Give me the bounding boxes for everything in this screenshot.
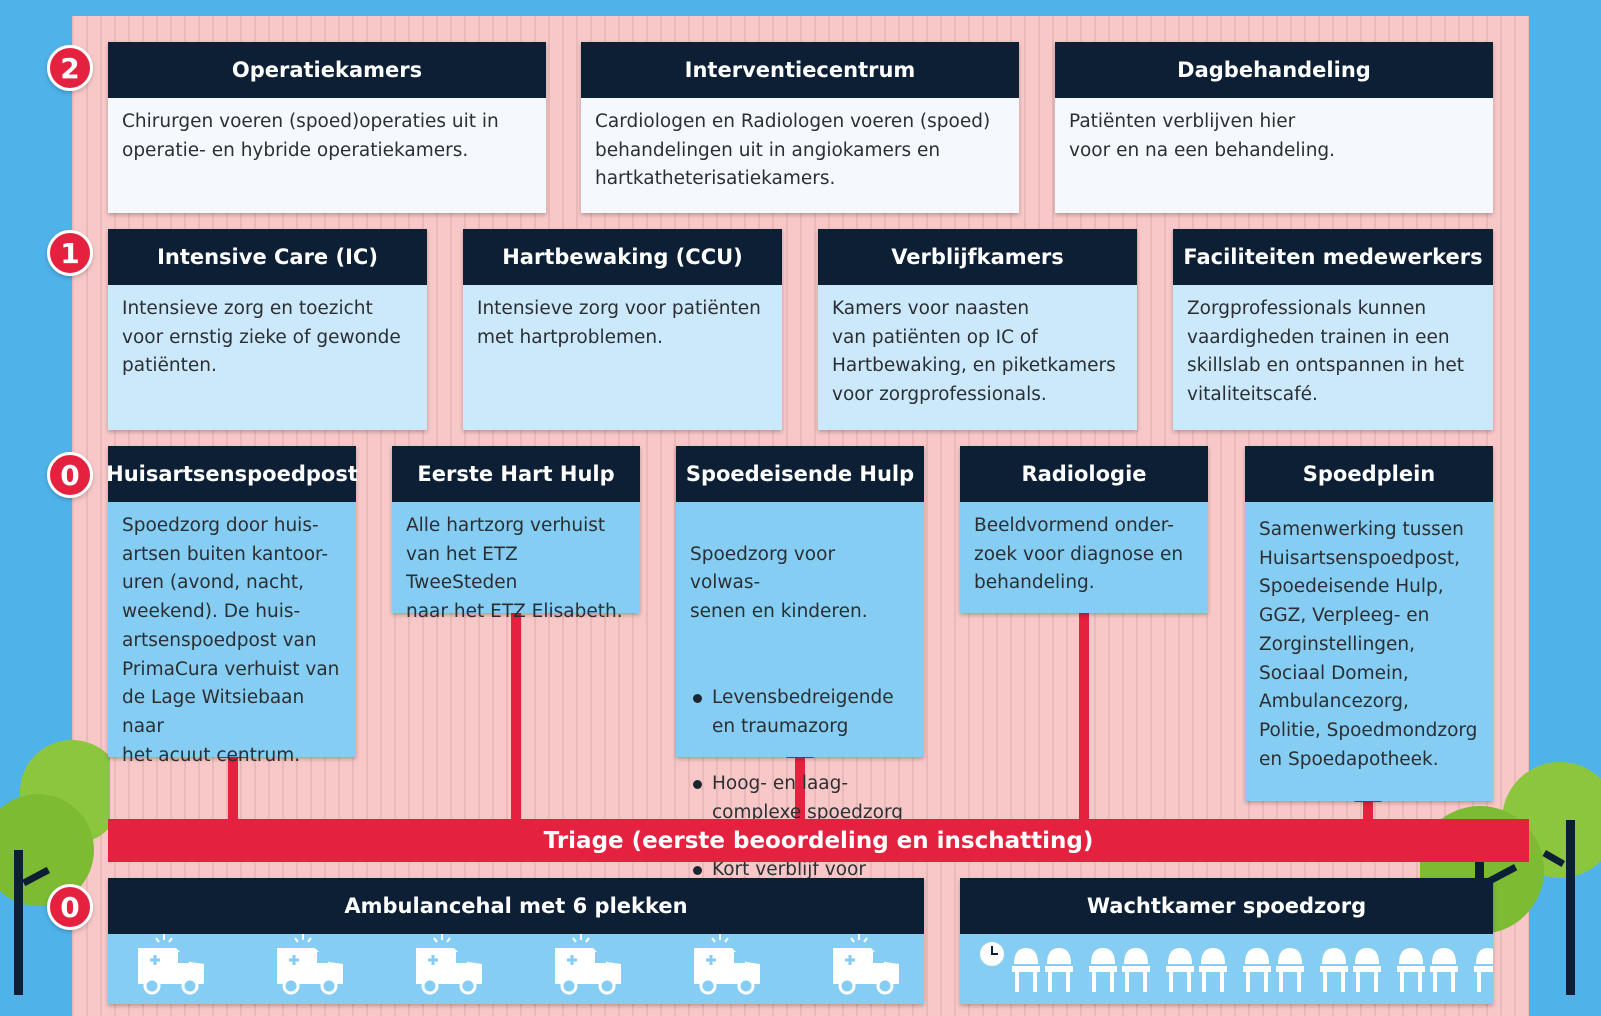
ambulance-icon: [277, 934, 343, 995]
chair-icon: [1012, 948, 1040, 992]
card-title: Wachtkamer spoedzorg: [960, 878, 1493, 934]
arrow-radiologie: [1070, 596, 1098, 821]
card-title: Hartbewaking (CCU): [463, 229, 782, 285]
bullet-item: Levensbedreigende en traumazorg: [690, 684, 910, 741]
chair-icon: [1122, 948, 1150, 992]
card-text: Alle hartzorg verhuist van het ETZ TweeS…: [392, 502, 640, 622]
ambulance-icon: [833, 934, 899, 995]
ground-floor-badge: 0: [47, 884, 93, 930]
floor-1-badge: 1: [47, 230, 93, 276]
card-hartbewaking: Hartbewaking (CCU) Intensieve zorg voor …: [463, 229, 782, 430]
chair-icon: [1089, 948, 1117, 992]
card-huisartsenspoedpost: Huisartsenspoedpost Spoedzorg door huis-…: [106, 446, 358, 766]
ambulance-icon-row: [138, 934, 899, 995]
chair-icon: [1430, 948, 1458, 992]
card-text: Kamers voor naasten van patiënten op IC …: [818, 285, 1137, 430]
ambulance-icon: [416, 934, 482, 995]
card-radiologie: Radiologie Beeldvormend onder- zoek voor…: [960, 446, 1208, 613]
tree-left-icon: [0, 740, 110, 995]
card-text: Chirurgen voeren (spoed)operaties uit in…: [108, 98, 546, 213]
floor-0-badge: 0: [47, 452, 93, 498]
card-faciliteiten-medewerkers: Faciliteiten medewerkers Zorgprofessiona…: [1173, 229, 1493, 430]
arrow-eerste-hart-hulp: [502, 596, 530, 821]
card-text: Intensieve zorg en toezicht voor ernstig…: [108, 285, 427, 430]
card-text: Intensieve zorg voor patiënten met hartp…: [463, 285, 782, 430]
card-title: Faciliteiten medewerkers: [1173, 229, 1493, 285]
card-eerste-hart-hulp: Eerste Hart Hulp Alle hartzorg verhuist …: [392, 446, 640, 622]
card-title: Spoedeisende Hulp: [676, 446, 924, 502]
card-text: Samenwerking tussen Huisartsenspoedpost,…: [1245, 502, 1493, 801]
card-text: Patiënten verblijven hier voor en na een…: [1055, 98, 1493, 213]
chair-icon: [1199, 948, 1227, 992]
chair-icon: [1276, 948, 1304, 992]
card-spoedplein: Spoedplein Samenwerking tussen Huisartse…: [1245, 446, 1493, 801]
card-title: Dagbehandeling: [1055, 42, 1493, 98]
card-title: Radiologie: [960, 446, 1208, 502]
ambulance-icon: [694, 934, 760, 995]
chair-icon-row: [980, 942, 1493, 992]
card-ambulancehal: Ambulancehal met 6 plekken: [108, 878, 924, 1004]
card-body: Spoedzorg voor volwas- senen en kinderen…: [676, 502, 924, 909]
chair-icon: [1045, 948, 1073, 992]
chair-icon: [1320, 948, 1348, 992]
ambulance-icon: [555, 934, 621, 995]
card-intensive-care: Intensive Care (IC) Intensieve zorg en t…: [108, 229, 427, 430]
tree-left-foliage: [0, 740, 110, 906]
triage-bar: Triage (eerste beoordeling en inschattin…: [108, 819, 1529, 862]
card-title: Eerste Hart Hulp: [392, 446, 640, 502]
chair-icon: [1474, 948, 1493, 992]
card-verblijfkamers: Verblijfkamers Kamers voor naasten van p…: [818, 229, 1137, 430]
chair-icon: [1166, 948, 1194, 992]
card-text: Zorgprofessionals kunnen vaardigheden tr…: [1173, 285, 1493, 430]
floor-2-badge: 2: [47, 45, 93, 91]
chair-icon: [1243, 948, 1271, 992]
chair-icon: [1397, 948, 1425, 992]
card-title: Interventiecentrum: [581, 42, 1019, 98]
card-title: Verblijfkamers: [818, 229, 1137, 285]
card-title: Ambulancehal met 6 plekken: [108, 878, 924, 934]
card-spoedeisende-hulp: Spoedeisende Hulp Spoedzorg voor volwas-…: [676, 446, 924, 909]
arrow-huisartsenspoedpost: [219, 741, 247, 821]
card-operatiekamers: Operatiekamers Chirurgen voeren (spoed)o…: [108, 42, 546, 213]
ambulance-icon: [138, 934, 204, 995]
card-title: Spoedplein: [1245, 446, 1493, 502]
bullet-item: Hoog- en laag- complexe spoedzorg: [690, 770, 910, 827]
card-title: Operatiekamers: [108, 42, 546, 98]
card-text: Beeldvormend onder- zoek voor diagnose e…: [960, 502, 1208, 613]
card-text: Spoedzorg voor volwas- senen en kinderen…: [690, 543, 868, 623]
card-interventiecentrum: Interventiecentrum Cardiologen en Radiol…: [581, 42, 1019, 213]
card-dagbehandeling: Dagbehandeling Patiënten verblijven hier…: [1055, 42, 1493, 213]
arrow-spoedeisende-hulp: [786, 741, 814, 821]
card-text: Cardiologen en Radiologen voeren (spoed)…: [581, 98, 1019, 213]
card-text: Spoedzorg door huis- artsen buiten kanto…: [108, 502, 356, 766]
card-body: [108, 934, 924, 1004]
card-title: Intensive Care (IC): [108, 229, 427, 285]
card-title: Huisartsenspoedpost: [106, 446, 358, 502]
clock-icon: [980, 942, 1004, 966]
chair-icon: [1353, 948, 1381, 992]
